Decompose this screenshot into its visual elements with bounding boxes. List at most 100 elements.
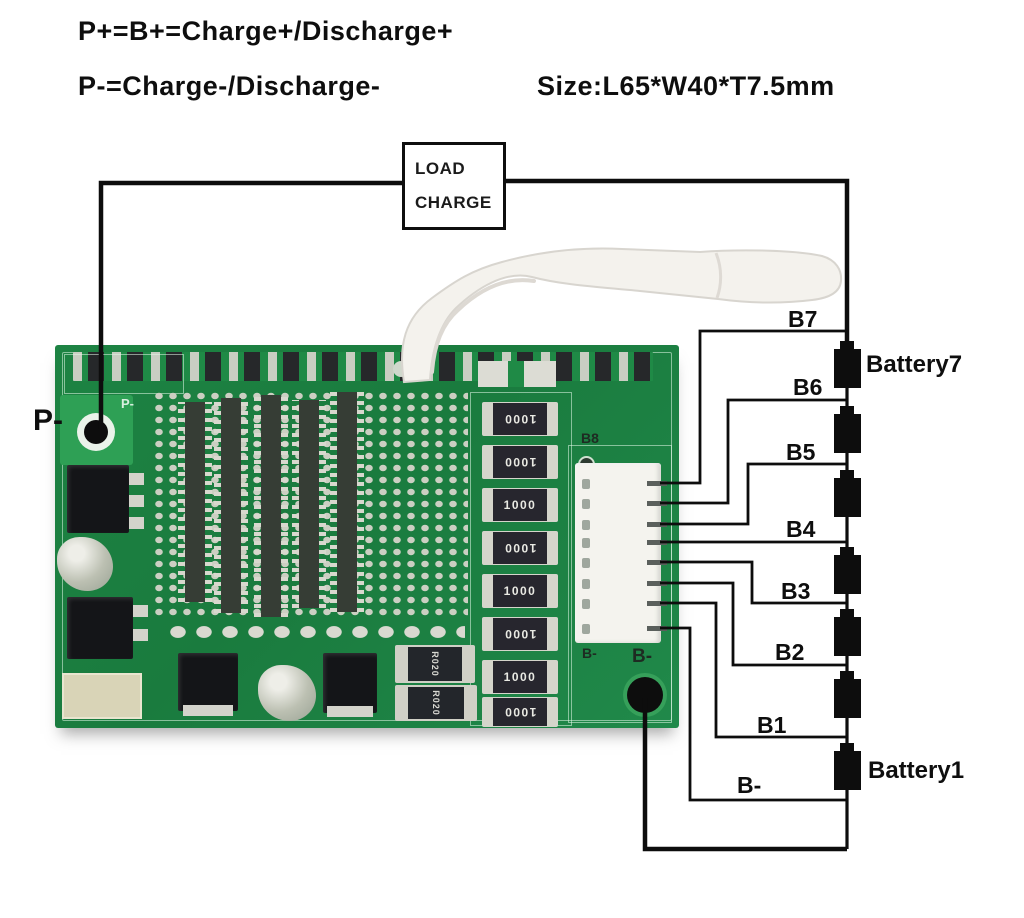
mosfet-bottom-2	[323, 653, 377, 713]
battery1-label: Battery1	[868, 757, 965, 784]
balance-wire-b1	[660, 601, 847, 739]
capacitor-1000: 1000	[482, 531, 558, 565]
ic-strip	[292, 400, 326, 608]
connector-slot	[582, 558, 590, 568]
ic-strip	[254, 395, 288, 617]
battery3-terminal	[840, 609, 854, 618]
tap-label-b3: B3	[781, 578, 811, 604]
tap-label-b-minus: B-	[737, 772, 762, 798]
load-label: LOAD	[415, 159, 466, 178]
battery4-terminal	[840, 547, 854, 556]
cable-shading	[430, 278, 536, 374]
connector-slot	[582, 538, 590, 548]
tap-label-b6: B6	[793, 374, 823, 400]
cap-value: 1000	[503, 670, 537, 684]
connector-pin	[647, 481, 667, 486]
balance-wire-b5	[660, 462, 846, 526]
connector-pin	[647, 626, 667, 631]
tap-label-b4: B4	[786, 516, 816, 542]
load-charge-box: LOAD CHARGE	[402, 142, 506, 230]
silver-pad-pair	[478, 361, 556, 387]
silkscreen-box-topleft	[64, 354, 184, 394]
battery7-symbol	[834, 349, 861, 388]
silk-b8-label: B8	[581, 430, 599, 446]
connector-pin	[647, 501, 667, 506]
ic-strip	[178, 402, 212, 602]
tap-label-b1: B1	[757, 712, 787, 738]
capacitor-1000: 1000	[482, 488, 558, 522]
battery2-symbol	[834, 679, 861, 718]
p-minus-pad-label: P-	[33, 404, 63, 437]
mosfet-lead	[327, 706, 373, 717]
mosfet-lead	[129, 473, 144, 485]
capacitor-1000: 1000	[482, 402, 558, 436]
bottom-pad-row	[165, 622, 465, 646]
wire-p-minus-to-load	[98, 180, 402, 429]
silk-b-minus-large: B-	[632, 646, 653, 667]
mosfet-left-2	[67, 597, 133, 659]
wire-load-to-battery-top	[503, 178, 850, 347]
battery1-symbol	[834, 751, 861, 790]
connector-pin	[647, 522, 667, 527]
silk-p-minus-label: P-	[121, 396, 134, 411]
balance-wire-b7	[660, 329, 846, 485]
battery6-symbol	[834, 414, 861, 453]
white-cable	[401, 247, 843, 384]
title-line-positive: P+=B+=Charge+/Discharge+	[78, 16, 454, 46]
mosfet-lead	[129, 495, 144, 507]
cap-value: 1000	[503, 498, 537, 512]
balance-connector	[575, 463, 661, 643]
smd-component-field	[152, 390, 468, 620]
capacitor-1000: 1000	[482, 445, 558, 479]
battery1-terminal	[840, 743, 854, 752]
p-minus-pad-hole	[84, 420, 108, 444]
connector-slot	[582, 499, 590, 509]
connector-pin	[647, 560, 667, 565]
ic-strip	[330, 392, 364, 612]
mosfet-left-1	[67, 465, 129, 533]
balance-wire-b6	[660, 398, 846, 505]
battery7-label: Battery7	[866, 351, 963, 378]
balance-wire-b2	[660, 581, 846, 667]
battery7-terminal	[840, 341, 854, 350]
tap-label-b7: B7	[788, 306, 818, 332]
solder-blob-left	[57, 537, 113, 591]
balance-wire-b3	[660, 560, 846, 605]
ic-strip	[214, 398, 248, 613]
cable-crease	[714, 252, 723, 299]
mosfet-lead	[133, 629, 148, 641]
battery5-symbol	[834, 478, 861, 517]
connector-slot	[582, 599, 590, 609]
wire-b-minus-return	[642, 698, 847, 852]
battery3-symbol	[834, 617, 861, 656]
title-line-negative: P-=Charge-/Discharge-	[78, 71, 381, 101]
mosfet-bottom-1	[178, 653, 238, 711]
shunt-resistor: R020	[395, 645, 475, 683]
mosfet-lead	[133, 605, 148, 617]
connector-pin	[647, 601, 667, 606]
cap-value: 1000	[503, 584, 537, 598]
tap-label-b2: B2	[775, 639, 805, 665]
battery5-terminal	[840, 470, 854, 479]
charge-label: CHARGE	[415, 193, 492, 212]
connector-slot	[582, 520, 590, 530]
battery6-terminal	[840, 406, 854, 415]
connector-slot	[582, 479, 590, 489]
mosfet-lead	[129, 517, 144, 529]
capacitor-1000: 1000	[482, 574, 558, 608]
top-smd-component-row	[73, 352, 653, 381]
bare-solder-pad	[62, 673, 142, 719]
capacitor-1000: 1000	[482, 660, 558, 694]
connector-slot	[582, 579, 590, 589]
mosfet-lead	[183, 705, 233, 716]
silk-b-minus-small: B-	[582, 645, 597, 661]
battery4-symbol	[834, 555, 861, 594]
battery2-terminal	[840, 671, 854, 680]
shunt-resistor: R020	[395, 685, 477, 721]
tap-label-b5: B5	[786, 439, 816, 465]
size-label: Size:L65*W40*T7.5mm	[537, 71, 835, 101]
balance-wire-b-minus	[660, 626, 847, 802]
